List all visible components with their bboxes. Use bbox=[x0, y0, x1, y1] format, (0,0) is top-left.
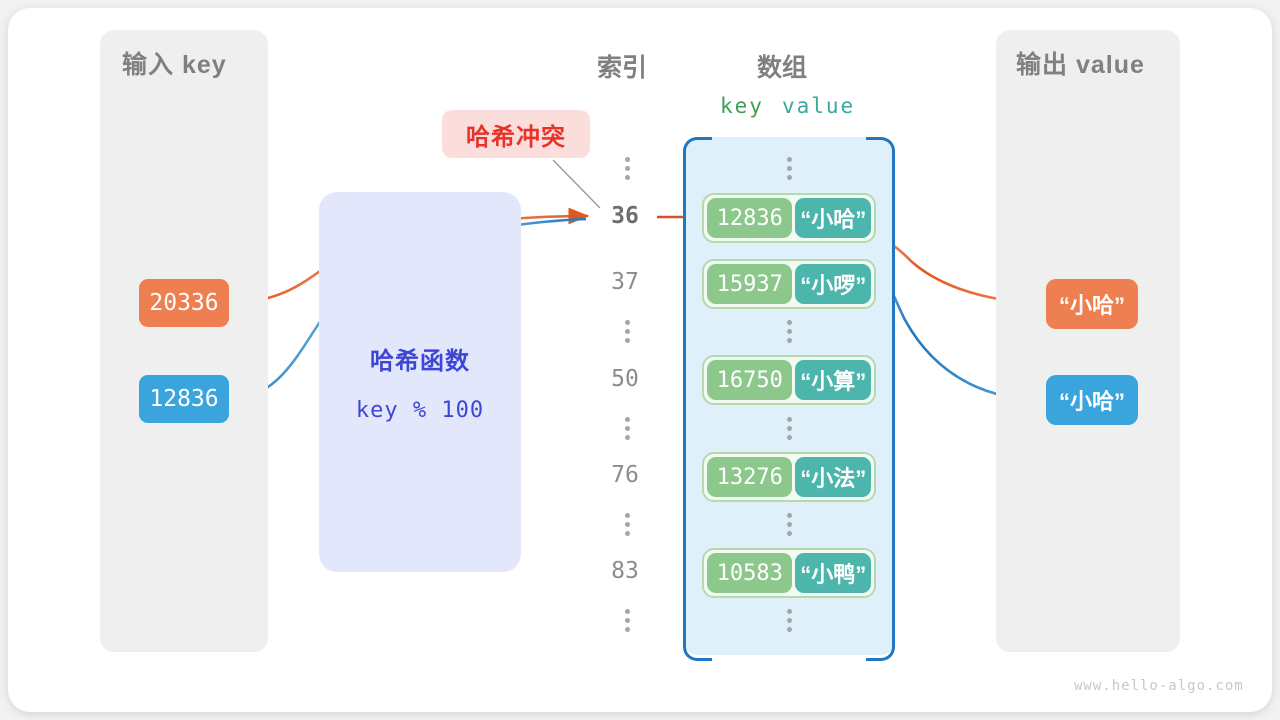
array-slot-50[interactable]: 16750 “小算” bbox=[702, 355, 876, 405]
slot-value-37: “小啰” bbox=[795, 264, 871, 304]
index-ellipsis-3 bbox=[620, 513, 634, 536]
hash-function-box: 哈希函数 key % 100 bbox=[319, 192, 521, 572]
slot-value-50: “小算” bbox=[795, 360, 871, 400]
array-ellipsis-0 bbox=[782, 157, 796, 180]
key-value-header: key value bbox=[720, 94, 855, 118]
array-ellipsis-2 bbox=[782, 417, 796, 440]
slot-key-76: 13276 bbox=[707, 457, 793, 497]
array-ellipsis-3 bbox=[782, 513, 796, 536]
array-bracket-left bbox=[683, 137, 712, 661]
output-value-orange[interactable]: “小哈” bbox=[1046, 279, 1138, 329]
slot-key-37: 15937 bbox=[707, 264, 793, 304]
index-column-header: 索引 bbox=[597, 54, 648, 82]
index-label-37: 37 bbox=[611, 269, 639, 295]
input-panel-title: 输入 key bbox=[122, 51, 227, 79]
index-label-76: 76 bbox=[611, 462, 639, 488]
array-ellipsis-4 bbox=[782, 609, 796, 632]
index-ellipsis-1 bbox=[620, 320, 634, 343]
watermark: www.hello-algo.com bbox=[1074, 678, 1244, 694]
output-panel bbox=[996, 30, 1180, 652]
array-ellipsis-1 bbox=[782, 320, 796, 343]
slot-value-83: “小鸭” bbox=[795, 553, 871, 593]
hash-function-formula: key % 100 bbox=[355, 398, 485, 423]
hash-function-title: 哈希函数 bbox=[370, 348, 470, 375]
index-label-36: 36 bbox=[611, 203, 639, 229]
array-slot-83[interactable]: 10583 “小鸭” bbox=[702, 548, 876, 598]
collision-badge: 哈希冲突 bbox=[442, 110, 590, 158]
slot-value-36: “小哈” bbox=[795, 198, 871, 238]
array-slot-76[interactable]: 13276 “小法” bbox=[702, 452, 876, 502]
key-header-label: key bbox=[720, 94, 764, 118]
index-label-50: 50 bbox=[611, 366, 639, 392]
value-header-label: value bbox=[781, 94, 856, 118]
array-slot-37[interactable]: 15937 “小啰” bbox=[702, 259, 876, 309]
slot-key-83: 10583 bbox=[707, 553, 793, 593]
index-ellipsis-0 bbox=[620, 157, 634, 180]
input-key-20336[interactable]: 20336 bbox=[139, 279, 229, 327]
array-bracket-right bbox=[866, 137, 895, 661]
array-slot-36[interactable]: 12836 “小哈” bbox=[702, 193, 876, 243]
index-label-83: 83 bbox=[611, 558, 639, 584]
output-panel-title: 输出 value bbox=[1016, 51, 1145, 79]
input-key-12836[interactable]: 12836 bbox=[139, 375, 229, 423]
slot-key-50: 16750 bbox=[707, 360, 793, 400]
output-value-blue[interactable]: “小哈” bbox=[1046, 375, 1138, 425]
input-panel bbox=[100, 30, 268, 652]
array-column-header: 数组 bbox=[757, 54, 808, 82]
slot-key-36: 12836 bbox=[707, 198, 793, 238]
index-ellipsis-4 bbox=[620, 609, 634, 632]
index-ellipsis-2 bbox=[620, 417, 634, 440]
slot-value-76: “小法” bbox=[795, 457, 871, 497]
